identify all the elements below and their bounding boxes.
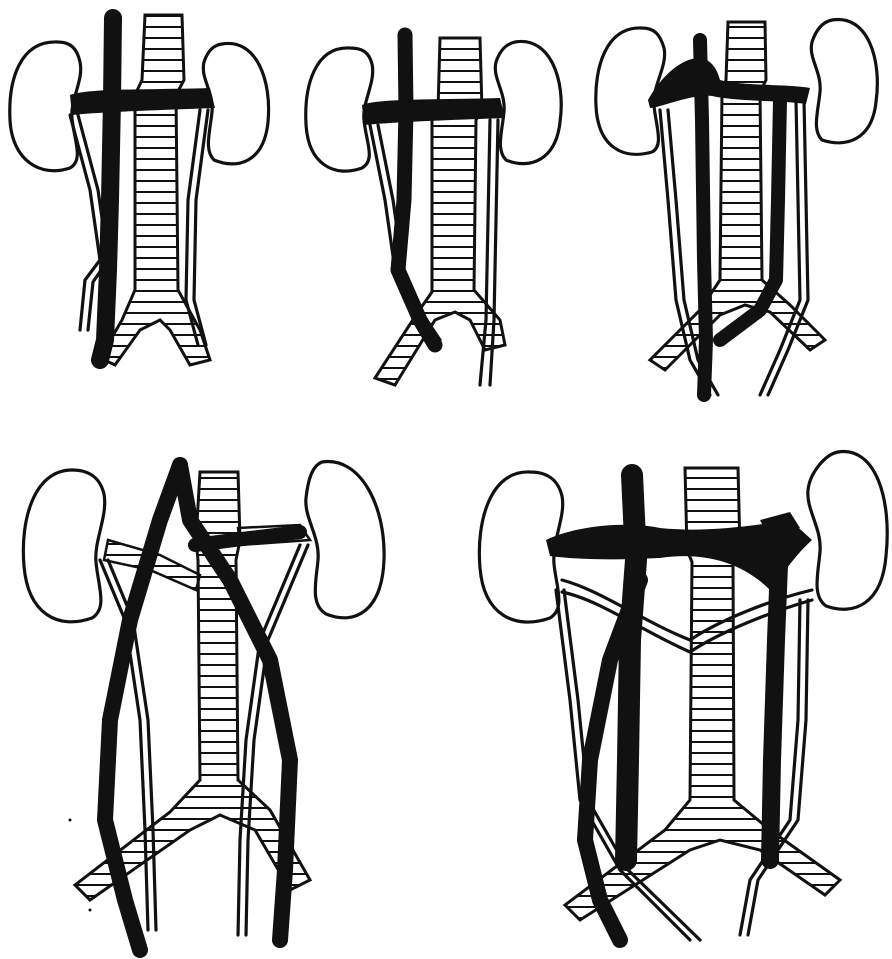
kidney-right	[808, 452, 887, 610]
panel-3	[596, 19, 878, 395]
vena-cava	[100, 18, 113, 360]
panel-5	[479, 452, 887, 940]
panel-4	[23, 462, 384, 950]
vena-cava-left	[105, 465, 180, 950]
panel-1	[10, 15, 269, 365]
kidney-right	[495, 41, 561, 163]
ink-speck	[89, 909, 92, 912]
ink-speck	[69, 819, 72, 822]
kidney-right	[811, 19, 877, 142]
kidney-right	[306, 462, 384, 618]
kidney-left	[10, 42, 81, 171]
kidney-left	[23, 470, 104, 622]
panel-2	[306, 35, 561, 385]
